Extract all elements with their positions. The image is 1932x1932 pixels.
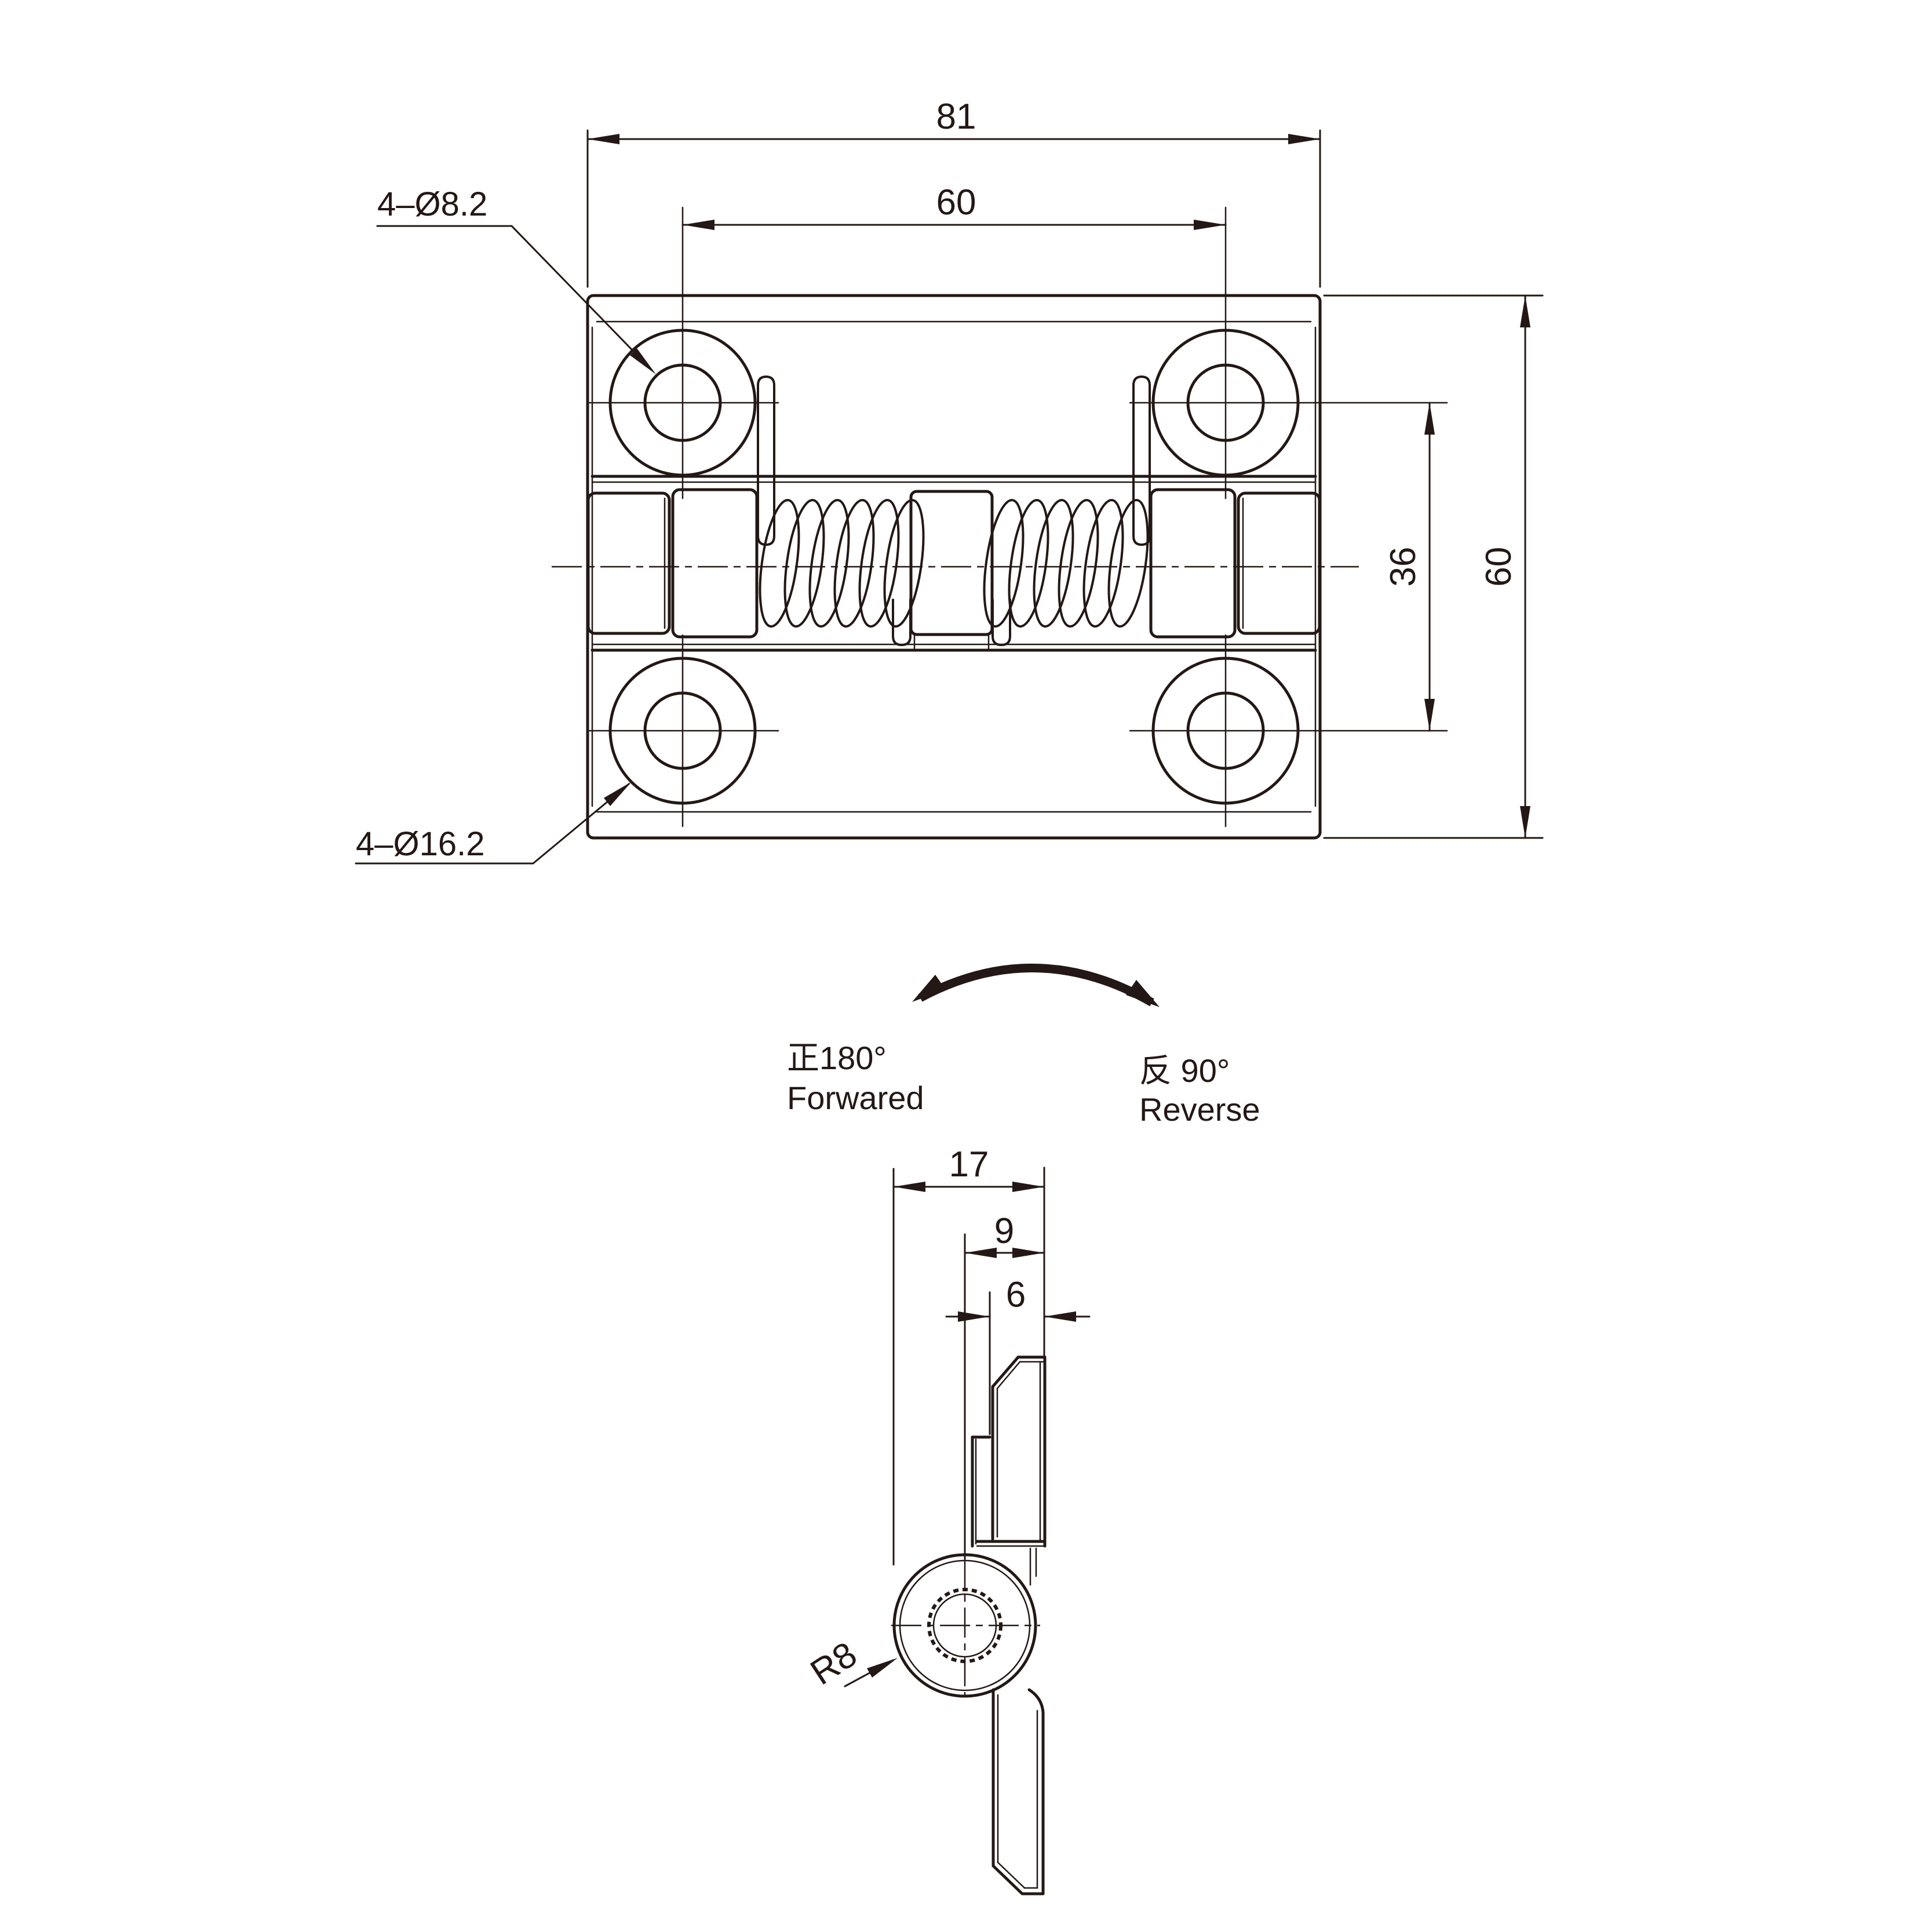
arrowhead-left-icon [965, 1248, 997, 1258]
dim-value-60v: 60 [1479, 547, 1519, 587]
spring-coil [883, 498, 925, 628]
side-lower-blade [991, 1547, 1045, 1895]
leader-counterbore-holes: 4–Ø8.2 [376, 185, 656, 374]
spring-coil [1008, 498, 1049, 628]
hole-bottom-left [586, 634, 779, 828]
dimension-depth-17: 17 [892, 1144, 1045, 1566]
arrowhead-left-icon [1044, 1311, 1076, 1322]
dim-value-81: 81 [936, 97, 976, 137]
spring-coil [858, 498, 900, 628]
spring-coil [759, 498, 800, 628]
right-spring-end-pin [1132, 375, 1151, 546]
hole-bottom-right [1129, 634, 1448, 828]
arrowhead-left-icon [588, 134, 619, 144]
hole-top-left [586, 206, 779, 500]
blade-outline [991, 1688, 1045, 1895]
arrowhead-left-icon [683, 220, 715, 230]
blade-chamfer-inner [997, 1861, 1026, 1889]
arrowhead-down-icon [1424, 699, 1435, 731]
leader-arrowhead-icon [867, 1658, 898, 1678]
dimension-offset-6: 6 [945, 1275, 1091, 1435]
right-knuckle-block [1149, 488, 1237, 639]
leader-arrowhead-icon [630, 348, 656, 374]
dimension-hole-pitch-horizontal: 60 [681, 183, 1227, 230]
leaf-chamfer-inner [996, 1361, 1021, 1390]
right-spring-hook [991, 599, 1011, 647]
arrowhead-right-icon [1194, 220, 1226, 230]
arrowhead-left-icon [894, 1182, 925, 1192]
spring-coil [1033, 498, 1074, 628]
dim-value-9: 9 [994, 1211, 1014, 1251]
left-knuckle-block [671, 488, 759, 639]
left-torsion-spring [759, 498, 925, 628]
spring-coil [783, 498, 825, 628]
spring-coil [833, 498, 875, 628]
side-knuckle [891, 1553, 1040, 1698]
spring-coil [983, 498, 1025, 628]
arrowhead-right-icon [1288, 134, 1320, 144]
leader-knuckle-radius: R8 [804, 1634, 898, 1693]
arrowhead-down-icon [1520, 806, 1530, 838]
right-pintle-block [1237, 491, 1321, 635]
arrowhead-up-icon [1520, 296, 1530, 327]
center-block [909, 490, 994, 636]
leader-line [511, 225, 653, 371]
arrowhead-up-icon [1424, 403, 1435, 435]
dimension-offset-9: 9 [964, 1211, 1045, 1560]
dimension-total-width: 81 [586, 97, 1321, 288]
side-view: 17 9 6 [804, 1144, 1091, 1895]
top-view: 81 60 36 60 4–Ø8.2 [355, 97, 1544, 865]
hole-top-right [1129, 206, 1448, 500]
left-spring-hook [892, 599, 912, 647]
arrowhead-right-icon [1012, 1248, 1044, 1258]
spring-coil [808, 498, 850, 628]
rotation-reverse-cn: 反 90° [1139, 1052, 1230, 1089]
dim-value-6: 6 [1006, 1275, 1026, 1315]
rotation-arc [918, 963, 1154, 1007]
rotation-forward-en: Forwared [787, 1080, 924, 1116]
arc-arrowhead-right-icon [1126, 980, 1160, 1007]
center-block-bottom-tab [913, 633, 990, 651]
dim-value-60h: 60 [936, 183, 976, 223]
spring-coil [1107, 498, 1149, 628]
right-torsion-spring [983, 498, 1149, 628]
side-upper-leaf-profile [971, 1355, 1047, 1548]
dimension-total-height: 60 [1323, 294, 1544, 839]
rotation-indicator: 正180° Forwared 反 90° Reverse [787, 963, 1260, 1128]
arrowhead-right-icon [1012, 1182, 1044, 1192]
left-pintle-block [586, 491, 671, 635]
dim-value-36: 36 [1383, 547, 1423, 587]
label-through-hole: 4–Ø16.2 [356, 825, 485, 863]
rotation-forward-cn: 正180° [787, 1040, 887, 1076]
spring-coil [1058, 498, 1099, 628]
label-counterbore: 4–Ø8.2 [377, 185, 487, 223]
rotation-reverse-en: Reverse [1139, 1091, 1260, 1128]
label-radius: R8 [804, 1634, 864, 1693]
left-spring-end-pin [757, 375, 775, 546]
dimension-hole-pitch-vertical: 36 [1383, 402, 1435, 732]
dim-value-17: 17 [949, 1144, 989, 1184]
leaf-top-chamfer [991, 1355, 1020, 1388]
arrowhead-right-icon [958, 1311, 990, 1322]
arc-arrowhead-left-icon [912, 975, 946, 1002]
spring-coil [1082, 498, 1124, 628]
leader-arrowhead-icon [604, 782, 632, 806]
leader-through-holes: 4–Ø16.2 [355, 782, 632, 865]
